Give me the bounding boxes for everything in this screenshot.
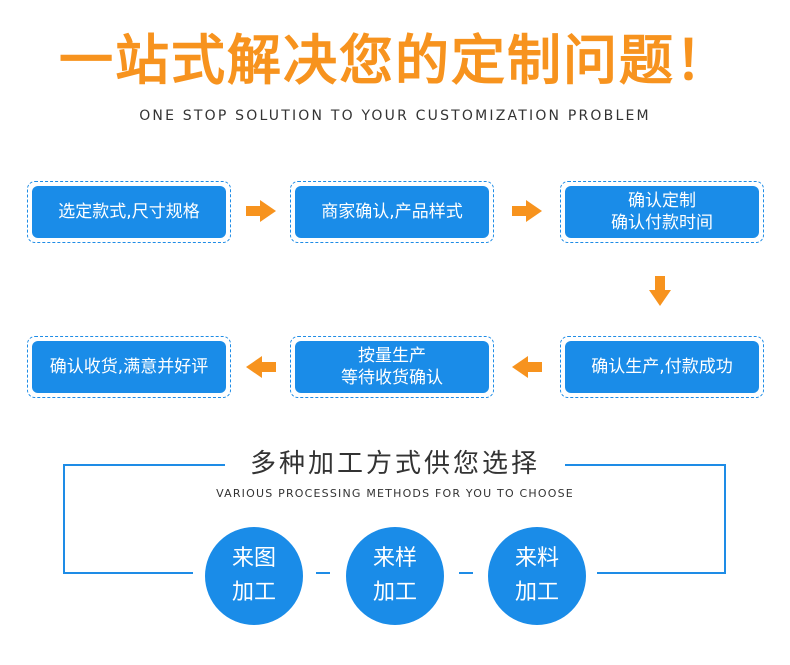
step-label-line2: 等待收货确认 bbox=[341, 368, 443, 388]
step-5-produce: 按量生产 等待收货确认 bbox=[290, 336, 494, 398]
step-1-select-style: 选定款式,尺寸规格 bbox=[27, 181, 231, 243]
arrow-right-shaft bbox=[246, 206, 260, 216]
step-box: 选定款式,尺寸规格 bbox=[32, 186, 226, 238]
step-3-confirm-custom: 确认定制 确认付款时间 bbox=[560, 181, 764, 243]
arrow-left-shaft bbox=[528, 362, 542, 372]
step-4-confirm-production: 确认生产,付款成功 bbox=[560, 336, 764, 398]
step-label: 确认收货,满意并好评 bbox=[49, 357, 209, 377]
step-label-line2: 确认付款时间 bbox=[611, 213, 713, 233]
step-label: 选定款式,尺寸规格 bbox=[58, 202, 200, 222]
method-label-line2: 加工 bbox=[372, 580, 417, 605]
step-label: 确认生产,付款成功 bbox=[591, 357, 733, 377]
step-label: 商家确认,产品样式 bbox=[321, 202, 463, 222]
method-from-drawing: 来图 加工 bbox=[205, 527, 303, 625]
step-2-merchant-confirm: 商家确认,产品样式 bbox=[290, 181, 494, 243]
circle-connector bbox=[459, 572, 473, 574]
step-box: 按量生产 等待收货确认 bbox=[295, 341, 489, 393]
methods-title: 多种加工方式供您选择 bbox=[225, 445, 565, 483]
frame-bottom-line bbox=[597, 572, 726, 574]
arrow-right-icon bbox=[260, 200, 276, 222]
page-subtitle: ONE STOP SOLUTION TO YOUR CUSTOMIZATION … bbox=[139, 108, 651, 124]
method-from-material: 来料 加工 bbox=[488, 527, 586, 625]
step-box: 确认定制 确认付款时间 bbox=[565, 186, 759, 238]
page-title: 一站式解决您的定制问题！ bbox=[59, 29, 731, 92]
arrow-right-icon bbox=[526, 200, 542, 222]
step-box: 确认收货,满意并好评 bbox=[32, 341, 226, 393]
step-6-receive-review: 确认收货,满意并好评 bbox=[27, 336, 231, 398]
step-box: 确认生产,付款成功 bbox=[565, 341, 759, 393]
method-label-line1: 来料 bbox=[514, 546, 559, 571]
arrow-down-icon bbox=[649, 290, 671, 306]
methods-subtitle: VARIOUS PROCESSING METHODS FOR YOU TO CH… bbox=[216, 487, 574, 500]
step-label-line1: 确认定制 bbox=[628, 191, 696, 211]
circle-connector bbox=[316, 572, 330, 574]
step-label-line1: 按量生产 bbox=[358, 346, 426, 366]
arrow-down-shaft bbox=[655, 276, 665, 290]
arrow-right-shaft bbox=[512, 206, 526, 216]
method-label-line2: 加工 bbox=[514, 580, 559, 605]
arrow-left-shaft bbox=[262, 362, 276, 372]
step-box: 商家确认,产品样式 bbox=[295, 186, 489, 238]
arrow-left-icon bbox=[512, 356, 528, 378]
method-label-line1: 来样 bbox=[372, 546, 417, 571]
frame-bottom-line bbox=[63, 572, 193, 574]
method-label-line2: 加工 bbox=[231, 580, 276, 605]
method-from-sample: 来样 加工 bbox=[346, 527, 444, 625]
arrow-left-icon bbox=[246, 356, 262, 378]
method-label-line1: 来图 bbox=[231, 546, 276, 571]
